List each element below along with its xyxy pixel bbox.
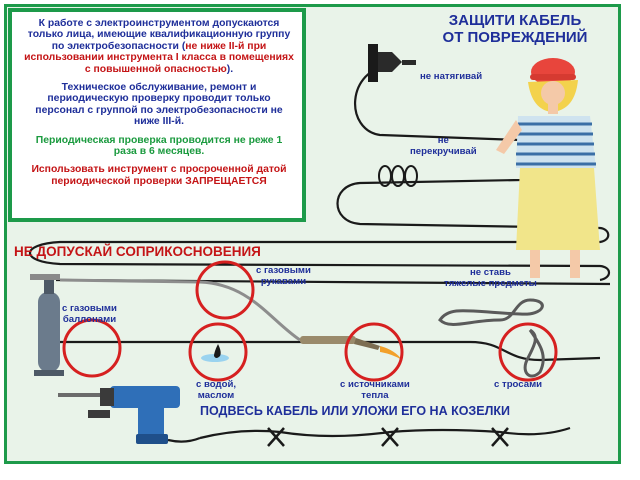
cable-support-icon	[267, 427, 509, 447]
steel-rope-icon	[438, 298, 545, 378]
rule-periodic-check: Периодическая проверка проводится не реж…	[35, 134, 283, 158]
oil-drop-icon	[201, 344, 229, 362]
label-water-oil: с водой, маслом	[196, 379, 237, 401]
cable-coils	[378, 165, 418, 187]
bottom-cable	[199, 426, 571, 440]
warning-circle-gas-hoses	[195, 260, 255, 320]
rule-qualification: К работе с электроинструментом допускают…	[24, 18, 294, 75]
label-gas-cylinders: с газовыми баллонами	[62, 303, 117, 325]
heading-protect-cable: ЗАЩИТИ КАБЕЛЬ ОТ ПОВРЕЖДЕНИЙ	[442, 12, 588, 46]
electric-drill-icon	[58, 386, 201, 444]
label-gas-hoses: с газовыми рукавами	[256, 265, 311, 287]
label-no-twist: не перекручивай	[410, 135, 477, 157]
rules-box: К работе с электроинструментом допускают…	[8, 8, 306, 222]
rule-expired-prohibited: Использовать инструмент с просроченной д…	[31, 164, 287, 187]
warning-circles	[62, 260, 558, 382]
heading-suspend-cable: ПОДВЕСЬ КАБЕЛЬ ИЛИ УЛОЖИ ЕГО НА КОЗЕЛКИ	[200, 404, 510, 418]
gas-cylinder-icon	[30, 274, 64, 376]
warning-circle-cables	[498, 322, 558, 382]
label-heat-sources: с источниками тепла	[340, 379, 410, 401]
worker-woman-icon	[496, 58, 600, 278]
top-cable	[28, 62, 611, 282]
rule-maintenance: Техническое обслуживание, ремонт и перио…	[35, 82, 283, 128]
label-no-heavy: не ставь тяжелые предметы	[444, 267, 537, 289]
gas-torch-icon	[300, 336, 402, 360]
socket-plug-icon	[368, 44, 416, 82]
warning-circle-gas-cylinders	[62, 318, 122, 378]
gas-hose	[59, 278, 301, 342]
warning-circle-water-oil	[188, 322, 248, 382]
middle-cable	[55, 278, 611, 362]
label-cables: с тросами	[494, 379, 543, 390]
label-no-stretch: не натягивай	[420, 71, 483, 82]
heading-no-contact: НЕ ДОПУСКАЙ СОПРИКОСНОВЕНИЯ	[14, 244, 261, 259]
warning-circle-heat	[344, 322, 404, 382]
